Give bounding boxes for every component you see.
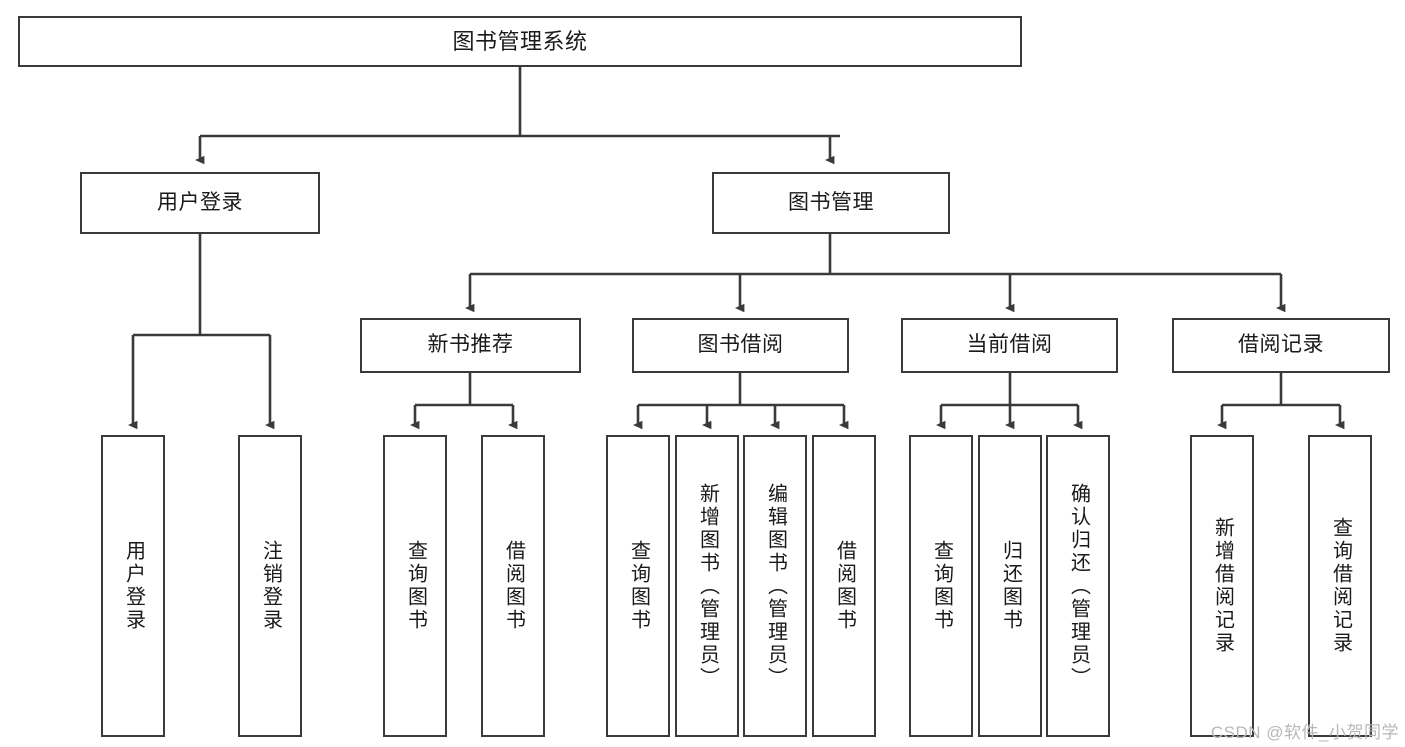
node-borrow-records[interactable]: 借阅记录 — [1172, 318, 1390, 373]
node-label: 图书管理系统 — [452, 28, 588, 54]
node-label: 当前借阅 — [966, 333, 1053, 357]
node-label: 查询图书 — [404, 540, 427, 632]
leaf-logout[interactable]: 注销登录 — [238, 435, 302, 737]
node-label: 借阅图书 — [833, 540, 856, 632]
node-label: 查询图书 — [627, 540, 650, 632]
node-book-borrow[interactable]: 图书借阅 — [632, 318, 849, 373]
node-root-book-management-system[interactable]: 图书管理系统 — [18, 16, 1022, 67]
node-label: 归还图书 — [999, 540, 1022, 632]
watermark-text: CSDN @软件_小贺同学 — [1210, 723, 1399, 742]
node-label: 用户登录 — [122, 540, 145, 632]
node-new-book-recommendation[interactable]: 新书推荐 — [360, 318, 581, 373]
node-label: 编辑图书（管理员） — [764, 482, 787, 690]
leaf-query-book-recommendation[interactable]: 查询图书 — [383, 435, 447, 737]
node-label: 图书管理 — [788, 190, 874, 214]
node-label: 借阅图书 — [502, 540, 525, 632]
leaf-borrow-book-recommendation[interactable]: 借阅图书 — [481, 435, 545, 737]
leaf-add-borrow-record[interactable]: 新增借阅记录 — [1190, 435, 1254, 737]
leaf-edit-book-admin[interactable]: 编辑图书（管理员） — [743, 435, 807, 737]
leaf-query-book-borrow[interactable]: 查询图书 — [606, 435, 670, 737]
node-label: 新增借阅记录 — [1211, 517, 1234, 655]
node-label: 新增图书（管理员） — [696, 482, 719, 690]
node-label: 新书推荐 — [427, 333, 514, 357]
node-user-login[interactable]: 用户登录 — [80, 172, 320, 234]
node-label: 注销登录 — [259, 540, 282, 632]
leaf-confirm-return-admin[interactable]: 确认归还（管理员） — [1046, 435, 1110, 737]
leaf-add-book-admin[interactable]: 新增图书（管理员） — [675, 435, 739, 737]
leaf-return-book[interactable]: 归还图书 — [978, 435, 1042, 737]
node-current-borrow[interactable]: 当前借阅 — [901, 318, 1118, 373]
node-label: 查询借阅记录 — [1329, 517, 1352, 655]
node-label: 图书借阅 — [697, 333, 784, 357]
leaf-user-login[interactable]: 用户登录 — [101, 435, 165, 737]
node-label: 确认归还（管理员） — [1067, 482, 1090, 690]
node-label: 借阅记录 — [1238, 333, 1324, 357]
node-label: 查询图书 — [930, 540, 953, 632]
node-label: 用户登录 — [157, 190, 243, 214]
node-book-management[interactable]: 图书管理 — [712, 172, 950, 234]
leaf-query-book-current[interactable]: 查询图书 — [909, 435, 973, 737]
leaf-query-borrow-record[interactable]: 查询借阅记录 — [1308, 435, 1372, 737]
leaf-borrow-book[interactable]: 借阅图书 — [812, 435, 876, 737]
